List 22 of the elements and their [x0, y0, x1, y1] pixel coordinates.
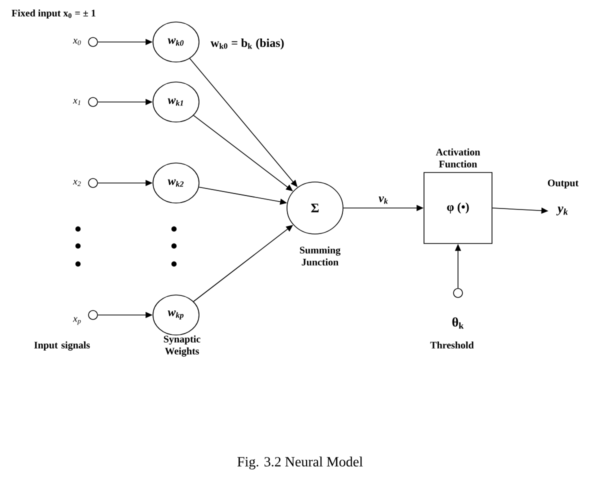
node-label: Activation Function [436, 148, 480, 168]
label-text: Synaptic Weights [164, 335, 200, 357]
node-caption: Threshold [430, 341, 474, 349]
node-caption: Output [548, 180, 579, 188]
input-symbol: x$_{p}$ [72, 317, 81, 325]
input-circle [88, 97, 98, 107]
threshold-symbol: θ$_{k}$ [452, 317, 464, 329]
activation-box: Activation Function φ (•) [424, 148, 492, 244]
edge-label: v$_{k}$ [378, 196, 388, 204]
label-text: Input signals [34, 341, 90, 351]
input-symbol: x$_{0}$ [72, 38, 81, 46]
input-symbol: x$_{2}$ [72, 180, 81, 186]
label-text: w$_{k0}$ = b$_{k}$ (bias) [210, 38, 284, 50]
input-symbol: x$_{1}$ [72, 98, 80, 106]
input-circle [88, 178, 98, 188]
input-circle [88, 310, 98, 320]
output-symbol: y$_{k}$ [556, 206, 568, 216]
input-circle [453, 288, 463, 298]
node-caption: Summing Junction [300, 246, 340, 266]
label-text: Fixed input x$_{0}$ = ± 1 [12, 9, 96, 19]
figure-caption: Fig. 3.2 Neural Model [237, 456, 363, 470]
input-circle [88, 37, 98, 47]
